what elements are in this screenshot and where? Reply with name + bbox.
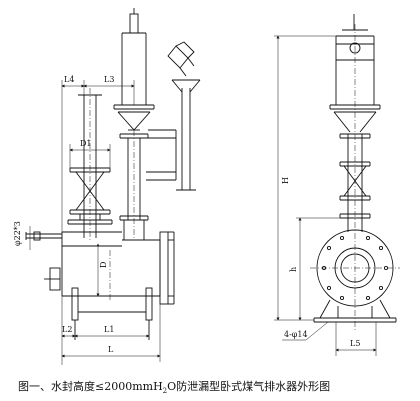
left-riser-pipe [78,88,102,240]
dim-d: D [99,262,108,268]
dim-l2: L2 [62,325,72,334]
dim-l5: L5 [350,339,360,348]
overflow-pipe [146,41,201,191]
caption-suffix: O防泄漏型卧式煤气排水器外形图 [167,379,330,393]
side-dimensions [274,35,377,356]
dim-l3: L3 [104,75,114,84]
side-upper-funnel [329,14,381,330]
dim-d1: D1 [80,139,92,148]
dim-l1: L1 [104,325,114,334]
d1-valve [67,167,113,225]
upper-funnel [113,8,155,131]
side-tank-circle [310,229,400,307]
side-dim-labels: H h 4-φ14 L5 [281,177,360,348]
figure-caption: 图一、水封高度≤2000mmH2O防泄漏型卧式煤气排水器外形图 [18,379,330,395]
side-base [313,299,397,323]
tank-body [61,231,175,305]
dim-l: L [108,345,114,354]
dim-h-upper: H [281,177,290,184]
caption-subscript: 2 [163,387,167,395]
drain-nozzle [25,231,62,241]
caption-prefix: 图一、水封高度≤2000mmH [18,379,163,393]
main-riser-pipe [119,130,149,240]
dim-holes: 4-φ14 [284,330,308,339]
upper-tee [61,231,122,247]
left-sight-flange [44,267,61,291]
dim-h-lower: h [289,267,298,272]
dim-phi-pipe: φ22*3 [13,221,22,246]
side-view: H h 4-φ14 L5 [274,14,400,356]
side-riser [339,133,371,232]
front-dimensions [29,80,161,365]
front-view: L4 L3 D1 φ22*3 D L2 L1 L [13,8,201,365]
front-dim-labels: L4 L3 D1 φ22*3 D L2 L1 L [13,75,114,354]
dim-l4: L4 [64,75,74,84]
